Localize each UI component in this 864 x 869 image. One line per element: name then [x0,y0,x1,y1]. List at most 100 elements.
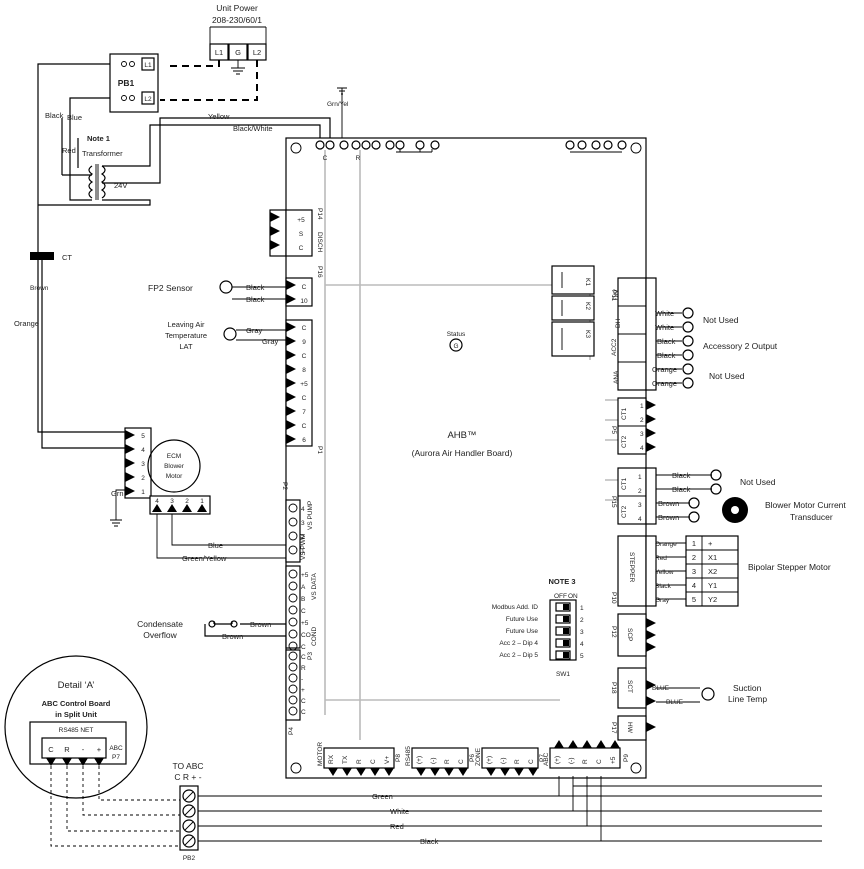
p12-name: P12 [610,626,617,638]
p3-pin-1: +5 [301,572,309,579]
p7-connector [481,747,539,776]
p4-pin-5: C [301,698,306,705]
transformer-note: Note 1 [87,134,110,143]
p6-pin-c: C [458,759,465,764]
p11-not-used-2: Not Used [709,371,745,381]
p5-connector [617,397,656,455]
p16-pin-10: 10 [300,298,308,305]
p3-sub-data: VS DATA [311,572,318,600]
p10-wire-gray: Gray [655,597,670,604]
p11-pin-div: DIV [613,289,620,301]
abc-field-extension [559,785,822,797]
lat-label-1: Leaving Air [167,320,205,329]
p4-pin-4: + [301,687,305,694]
p14-name: P14 [316,208,323,220]
power-l1-label: L1 [215,48,223,57]
transformer-secondary-coil [100,165,106,199]
p11-white-1: White [655,309,674,318]
p15-not-used: Not Used [740,477,776,487]
ecm-side-pin-5: 5 [141,433,145,440]
condensate-wire-1: Brown [250,620,271,629]
p5-name: P5 [610,426,617,434]
lat-wires [236,329,286,341]
p3-pin-4: C [301,608,306,615]
p15-pin-1: 1 [638,474,642,481]
p2-pin-3: 3 [301,520,305,527]
abc-wire-green: Green [372,792,393,801]
pb1-l1-label: L1 [144,62,152,69]
to-abc-line-2: C R + - [174,772,201,782]
p1-pin-7: 7 [302,409,306,416]
p15-name: P15 [610,496,617,508]
p18-name: P18 [610,682,617,694]
p2-green-yellow-wire: Green/Yellow [182,554,227,563]
p17-connector [617,715,656,741]
p1-pin-3: C [302,353,307,360]
p15-wire-ends [688,469,722,523]
power-ground-symbol [231,60,245,75]
p15-connector [617,467,657,525]
p18-connector [617,667,656,709]
p8-pin-rx: RX [328,754,335,764]
ecm-side-pin-3: 3 [141,461,145,468]
p15-ct1: CT1 [621,477,628,490]
orange-wire-label: Orange [14,319,39,328]
p10-external-wires [656,542,686,600]
condensate-wire-2: Brown [222,632,243,641]
p2-name: P2 [281,482,288,490]
ecm-label-1: ECM [167,453,181,460]
p11-orange-1: Orange [652,365,677,374]
board-ground-symbol [337,87,347,140]
ecm-side-pin-1: 1 [141,489,145,496]
status-led-g: G [453,343,458,350]
p2-pin-1: 1 [301,548,305,555]
p3-pin-2: A [301,584,306,591]
ground-wire-label: Grn/Yel [327,101,349,108]
board-subtitle: (Aurora Air Handler Board) [412,448,513,458]
transformer-label: Transformer [82,149,123,158]
sw1-num-4: 4 [580,641,584,648]
power-l1-wire [170,60,220,67]
relay-k2: K2 [584,302,591,310]
p11-black-1: Black [657,337,676,346]
ecm-label-3: Motor [166,473,183,480]
condensate-switch [204,621,286,637]
p12-connector [617,613,656,657]
p17-sub: HW [626,722,633,734]
p11-pin-ana: ANA [613,370,620,384]
p11-white-2: White [655,323,674,332]
sw1-num-2: 2 [580,617,584,624]
p5-pin-4: 4 [640,445,644,452]
pb2-screws [182,789,196,848]
p18-sub: SCT [626,680,633,693]
sw1-row-2: Future Use [506,616,539,623]
top-terminal-r: R [356,155,361,162]
pb1-l2-label: L2 [144,96,152,103]
sw1-on: ON [568,593,578,600]
pb1-l2-terminal [141,91,155,105]
p15-pin-3: 3 [638,502,642,509]
p5-ct1: CT1 [621,407,628,420]
p4-name: P4 [288,727,295,735]
abc-wire-black: Black [420,837,439,846]
p3-pin-7: C [301,644,306,651]
p6-sub: RS485 [405,746,412,766]
p8-pin-c: C [370,759,377,764]
p15-brown-2: Brown [658,513,679,522]
stepper-motor-label: Bipolar Stepper Motor [748,562,831,572]
ecm-bottom-pin-4: 4 [155,498,159,505]
sw1-label: SW1 [556,671,570,678]
transformer-secondary-wire-a [62,124,321,201]
pb1-screw-4 [129,95,135,101]
p4-connector [285,649,301,721]
sw1-num-3: 3 [580,629,584,636]
transformer-leads [61,118,79,175]
p18-blue-1: BLUE [652,685,670,692]
p11-black-2: Black [657,351,676,360]
unit-power-title: Unit Power [216,3,258,13]
condensate-label-2: Overflow [143,630,177,640]
p1-pin-4: 8 [302,367,306,374]
power-l2-label: L2 [253,48,261,57]
p9-pin-minus: (-) [568,758,575,765]
board-mount-hole-tl [290,142,302,154]
